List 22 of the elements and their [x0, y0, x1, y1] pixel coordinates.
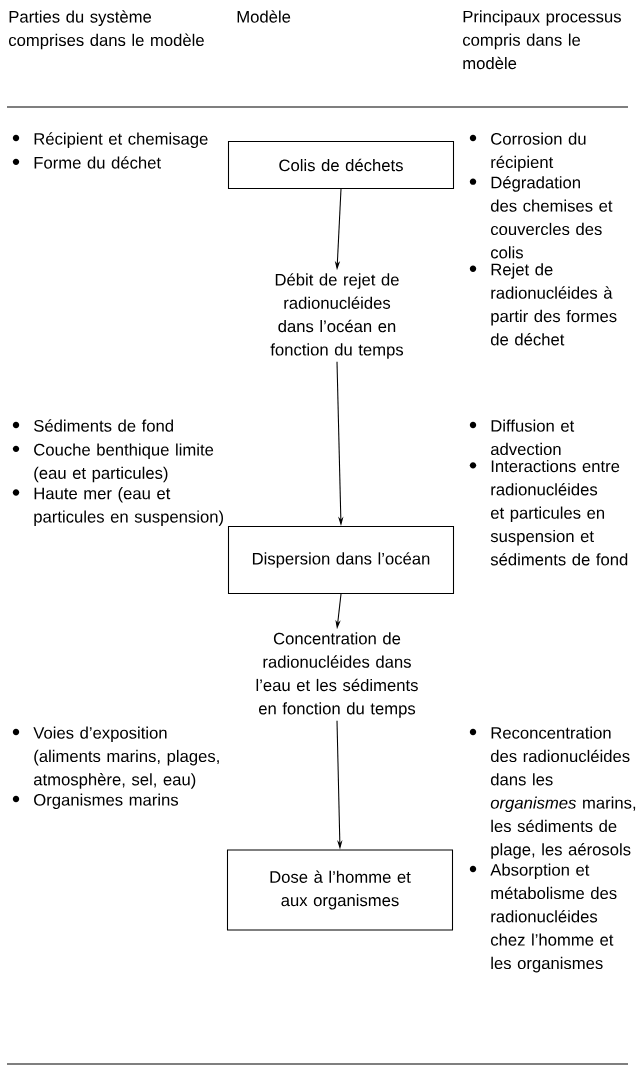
bullet-item: Voies d’exposition (aliments marins, plages, atmosphère, sel, eau) — [12, 726, 219, 789]
column-header: Parties du système comprises dans le modèle — [9, 10, 204, 50]
bullet-item: Rejet de radionucléides à partir des formes de déchet — [469, 263, 617, 346]
bullet-item: Récipient et chemisage — [12, 132, 208, 149]
flow-text: Débit de rejet de radionucléides dans l’océan en fonction du temps — [270, 273, 404, 359]
bullet-item: Diffusion et advection — [469, 419, 575, 456]
bullet-item: Forme du déchet — [12, 156, 161, 169]
flow-text: Concentration de radionucléides dans l’eau et les sédiments en fonction du temps — [256, 632, 418, 718]
column-header: Modèle — [237, 10, 291, 23]
bullet-item: Couche benthique limite (eau et particules) — [12, 443, 214, 483]
column-header: Principaux processus compris dans le modèle — [463, 10, 621, 70]
process-box: Dose à l’homme et aux organismes — [226, 849, 454, 931]
bullet-item: Reconcentration des radionucléides dans les organismes marins, les sédiments de plage, les aérosols — [469, 726, 636, 859]
bullet-item: Interactions entre radionucléides et particules en suspension et sédiments de fond — [469, 459, 628, 566]
bullet-item: Haute mer (eau et particules en suspension) — [12, 487, 224, 526]
bullet-item: Dégradation des chemises et couvercles des colis — [469, 176, 613, 259]
bullet-item: Sédiments de fond — [12, 419, 173, 432]
process-box: Colis de déchets — [227, 140, 455, 190]
bullet-item: Absorption et métabolisme des radionucléides chez l’homme et les organismes — [469, 863, 617, 973]
bullet-item: Corrosion du récipient — [469, 132, 586, 172]
process-box: Dispersion dans l’océan — [227, 525, 455, 595]
bullet-item: Organismes marins — [12, 793, 179, 810]
